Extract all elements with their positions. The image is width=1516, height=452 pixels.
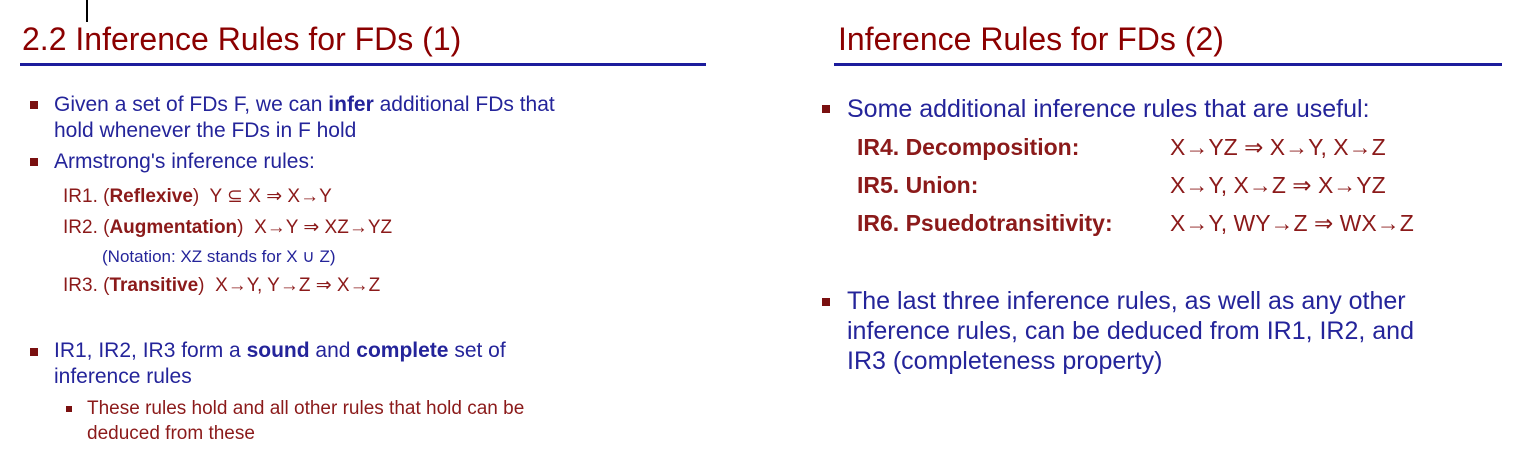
- ir4-expression: X→YZ ⇒ X→Y, X→Z: [1170, 134, 1386, 160]
- sub-bullet-line2: deduced from these: [87, 423, 255, 444]
- right-slide: Inference Rules for FDs (2) Some additio…: [815, 0, 1516, 452]
- sub-bullet-marker: [66, 406, 72, 412]
- right-bullet2-line3: IR3 (completeness property): [847, 347, 1163, 375]
- ir6-name: IR6. Psuedotransitivity:: [857, 210, 1113, 236]
- left-bullet1-line2: hold whenever the FDs in F hold: [54, 119, 357, 142]
- ir1-rule: IR1. (Reflexive) Y ⊆ X ⇒ X→Y: [63, 186, 332, 207]
- ir2-rule: IR2. (Augmentation) X→Y ⇒ XZ→YZ: [63, 217, 393, 238]
- right-slide-title: Inference Rules for FDs (2): [838, 21, 1224, 57]
- bullet-marker: [822, 298, 830, 306]
- left-slide-title: 2.2 Inference Rules for FDs (1): [22, 21, 462, 57]
- left-bullet2: Armstrong's inference rules:: [54, 150, 315, 173]
- left-slide: 2.2 Inference Rules for FDs (1) Given a …: [0, 0, 740, 452]
- right-bullet1: Some additional inference rules that are…: [847, 95, 1370, 123]
- bullet-marker: [30, 348, 38, 356]
- text-cursor: [86, 0, 88, 22]
- left-bullet3-line2: inference rules: [54, 365, 192, 388]
- ir3-rule: IR3. (Transitive) X→Y, Y→Z ⇒ X→Z: [63, 275, 381, 296]
- bullet-marker: [822, 105, 830, 113]
- ir6-expression: X→Y, WY→Z ⇒ WX→Z: [1170, 210, 1414, 236]
- ir4-name: IR4. Decomposition:: [857, 134, 1080, 160]
- ir5-name: IR5. Union:: [857, 172, 979, 198]
- left-bullet1-line1: Given a set of FDs F, we can infer addit…: [54, 93, 555, 116]
- sub-bullet-line1: These rules hold and all other rules tha…: [87, 398, 525, 419]
- notation-note: (Notation: XZ stands for X ∪ Z): [102, 247, 336, 266]
- right-title-underline: [834, 63, 1502, 66]
- bullet-marker: [30, 101, 38, 109]
- right-bullet2-line2: inference rules, can be deduced from IR1…: [847, 317, 1414, 345]
- bullet-marker: [30, 158, 38, 166]
- ir5-expression: X→Y, X→Z ⇒ X→YZ: [1170, 172, 1386, 198]
- left-title-underline: [20, 63, 706, 66]
- left-bullet3-line1: IR1, IR2, IR3 form a sound and complete …: [54, 339, 506, 362]
- right-bullet2-line1: The last three inference rules, as well …: [847, 287, 1406, 315]
